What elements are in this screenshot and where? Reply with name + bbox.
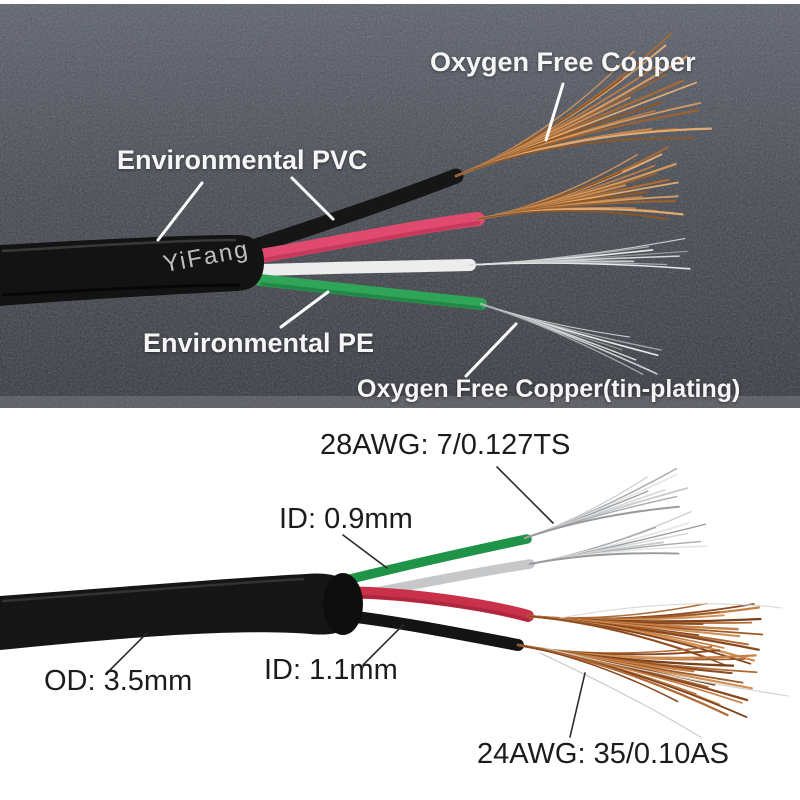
leader-oxygen-free-copper xyxy=(544,82,565,142)
top-leader-lines xyxy=(156,82,565,378)
leader-pvc-to-jacket xyxy=(156,181,204,242)
leader-id09 xyxy=(342,534,388,569)
white-wire xyxy=(256,259,476,276)
label-inner-diameter-1-1: ID: 1.1mm xyxy=(264,654,398,686)
leader-pvc-to-wire xyxy=(290,176,335,221)
label-oxygen-free-copper: Oxygen Free Copper xyxy=(430,47,696,77)
top-background xyxy=(0,3,800,408)
stray-strands xyxy=(539,603,789,739)
tinned-strands-of-white-wire xyxy=(469,238,691,270)
top-cable-jacket xyxy=(0,235,264,306)
top-cable-photo xyxy=(0,3,800,408)
green-wire xyxy=(254,274,487,310)
label-outer-diameter: OD: 3.5mm xyxy=(44,665,193,697)
copper-strands-of-red-wire xyxy=(476,146,684,221)
leader-pe xyxy=(279,290,330,329)
label-tin-plating: Oxygen Free Copper(tin-plating) xyxy=(357,375,741,403)
black-wire xyxy=(248,168,464,254)
leader-id11 xyxy=(362,624,404,666)
label-environmental-pe: Environmental PE xyxy=(143,328,375,358)
label-inner-diameter-0-9: ID: 0.9mm xyxy=(279,503,413,535)
bottom-leader-lines xyxy=(105,466,586,738)
tinned-strands-of-green-wire xyxy=(524,467,689,539)
tinned-strands-of-green-wire xyxy=(480,303,662,375)
bottom-cable-photo xyxy=(0,408,800,800)
leader-tin-plating xyxy=(464,322,518,378)
label-environmental-pvc: Environmental PVC xyxy=(117,145,368,175)
copper-strands-of-black-wire xyxy=(454,33,713,178)
top-wires xyxy=(248,168,487,310)
label-28awg-spec: 28AWG: 7/0.127TS xyxy=(320,429,571,461)
label-24awg-spec: 24AWG: 35/0.10AS xyxy=(477,738,730,770)
leader-awg24 xyxy=(569,672,586,738)
red-wire-shade xyxy=(260,221,480,262)
red-wire xyxy=(253,212,485,263)
copper-strands-of-red-wire xyxy=(526,602,764,667)
leader-od xyxy=(105,632,148,675)
leader-awg28 xyxy=(496,466,554,524)
green-wire-shade xyxy=(260,282,483,310)
bottom-cable-jacket xyxy=(0,573,363,650)
tinned-strands-of-gray-wire xyxy=(529,511,708,565)
